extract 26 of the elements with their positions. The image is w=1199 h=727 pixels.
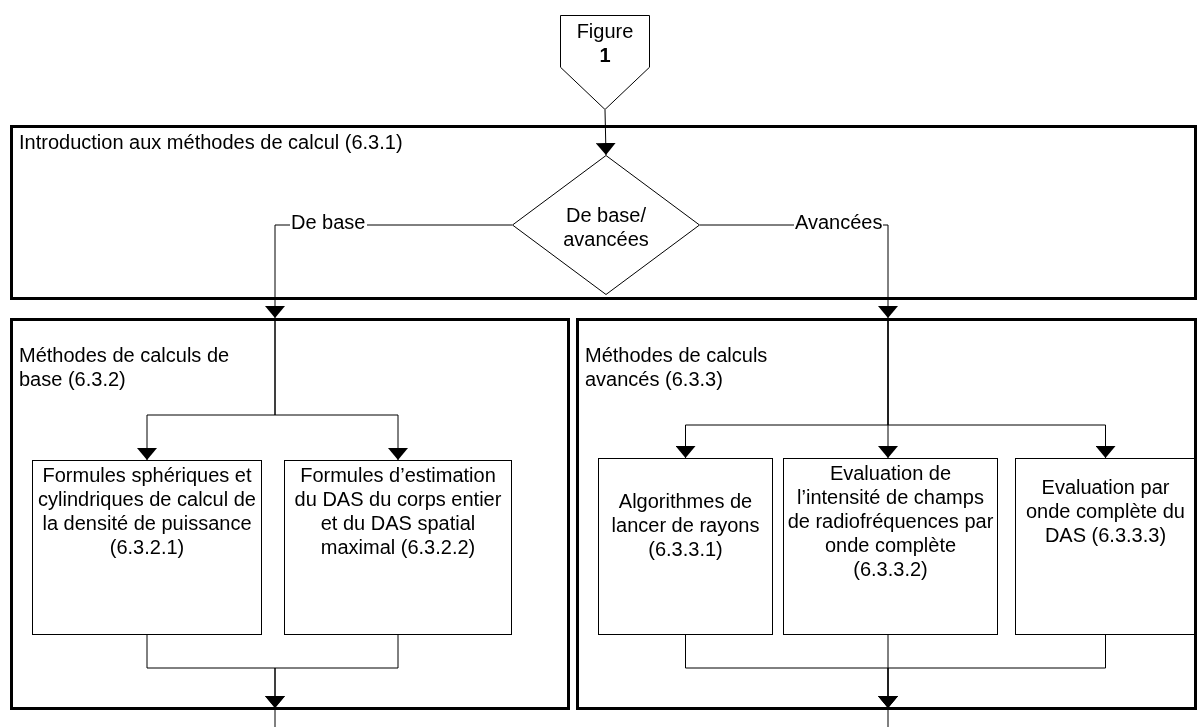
node-text: 1 <box>598 43 612 67</box>
connector-line <box>274 709 276 727</box>
process-box <box>284 460 512 635</box>
node-text: Formules sphériques et cylindriques de calcul de la densité de puissance (6.3.2.1) <box>37 463 257 559</box>
arrow <box>878 634 1106 709</box>
arrow <box>595 109 616 156</box>
process-box <box>598 458 773 635</box>
section-panel <box>10 125 1197 300</box>
arrow <box>274 320 408 461</box>
node-text: Evaluation de l’intensité de champs de radiofréquences par onde complète (6.3.3.2) <box>786 461 995 581</box>
section-heading: Méthodes de calculs avancés (6.3.3) <box>585 343 769 391</box>
node-text: Formules d’estimation du DAS du corps entier et du DAS spatial maximal (6.3.2.2) <box>293 463 503 559</box>
section-panel <box>10 318 570 710</box>
process-box <box>32 460 262 635</box>
connector-line <box>887 709 889 727</box>
arrow <box>887 320 1116 459</box>
node-text: De base/ avancées <box>562 203 650 251</box>
section-heading: Méthodes de calculs de base (6.3.2) <box>19 343 231 391</box>
node-text: Algorithmes de lancer de rayons (6.3.3.1) <box>610 489 761 561</box>
section-panel <box>576 318 1197 710</box>
process-box <box>783 458 998 635</box>
node-text: Figure <box>575 19 635 43</box>
arrow <box>265 634 399 709</box>
section-heading: Introduction aux méthodes de calcul (6.3.1) <box>19 130 404 154</box>
node-text: Evaluation par onde complète du DAS (6.3.3.3) <box>1025 475 1186 547</box>
process-box <box>1015 458 1196 635</box>
